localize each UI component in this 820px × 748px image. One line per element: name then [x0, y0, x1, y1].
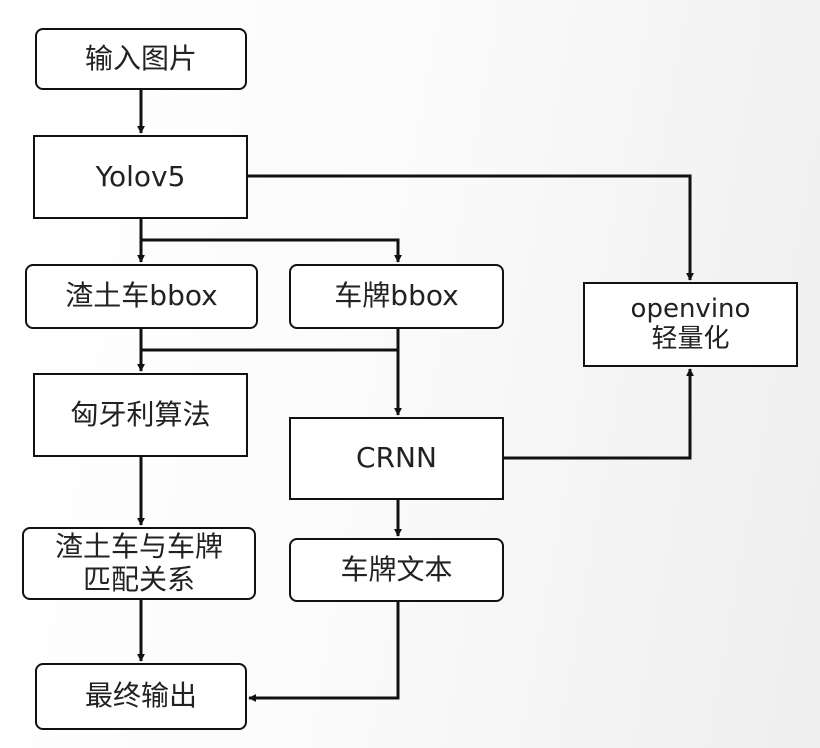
- node-plate-text: 车牌文本: [289, 538, 504, 602]
- node-yolov5-label: Yolov5: [95, 159, 186, 193]
- arrow-crnn-to-openvino: [504, 368, 694, 460]
- node-yolov5: Yolov5: [33, 135, 248, 219]
- node-truck-bbox-label: 渣土车bbox: [65, 279, 218, 313]
- node-crnn-label: CRNN: [356, 441, 437, 475]
- node-final-output-label: 最终输出: [84, 679, 197, 713]
- node-truck-plate-match-label: 渣土车与车牌 匹配关系: [54, 530, 223, 596]
- node-plate-bbox-label: 车牌bbox: [334, 279, 459, 313]
- node-truck-plate-match: 渣土车与车牌 匹配关系: [22, 527, 256, 600]
- node-hungarian-algorithm-label: 匈牙利算法: [70, 397, 211, 431]
- node-plate-text-label: 车牌文本: [340, 552, 453, 586]
- node-openvino-label: openvino 轻量化: [630, 293, 751, 354]
- node-input-image-label: 输入图片: [84, 41, 197, 75]
- node-hungarian-algorithm: 匈牙利算法: [33, 373, 248, 457]
- node-final-output: 最终输出: [35, 663, 247, 730]
- node-plate-bbox: 车牌bbox: [289, 264, 504, 329]
- node-openvino: openvino 轻量化: [583, 282, 798, 367]
- arrow-yolo-to-openvino: [248, 174, 694, 281]
- node-truck-bbox: 渣土车bbox: [25, 264, 258, 329]
- arrow-plate-text-to-output: [248, 602, 400, 702]
- node-crnn: CRNN: [289, 417, 504, 500]
- arrow-yolo-to-plate-bbox: [141, 238, 402, 263]
- node-input-image: 输入图片: [35, 28, 247, 90]
